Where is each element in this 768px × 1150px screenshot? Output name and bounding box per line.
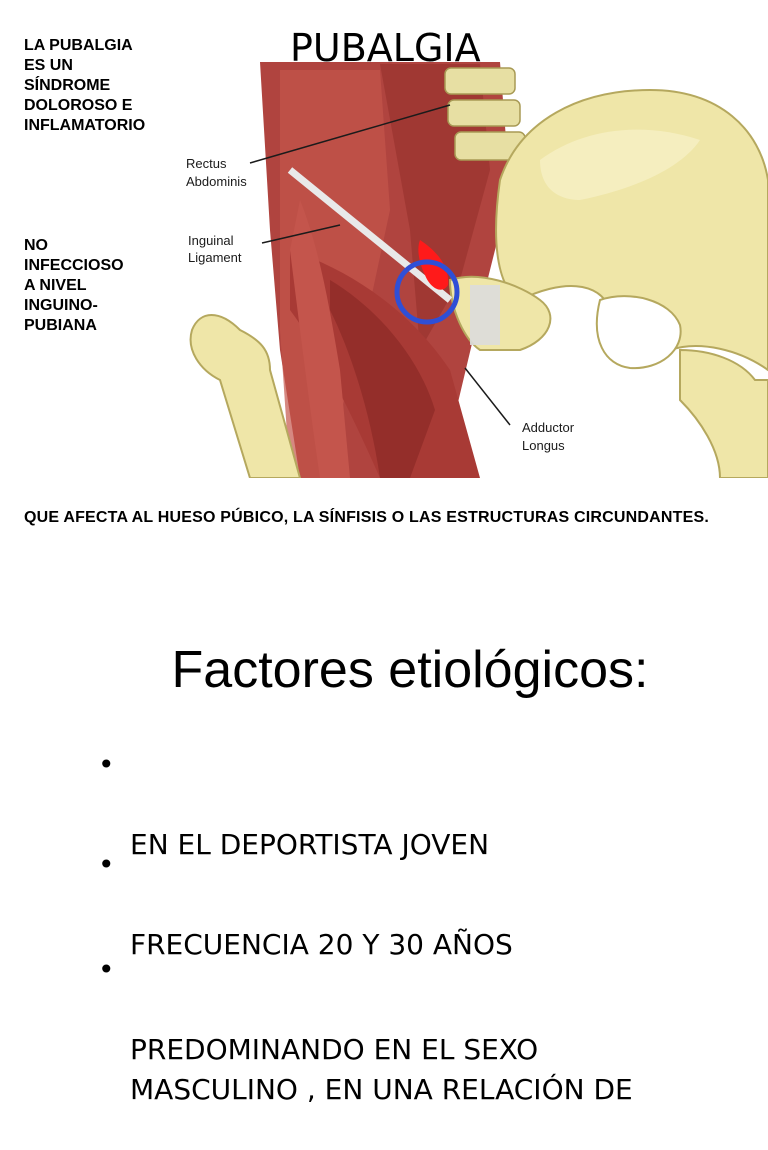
inguinal-ligament [287,167,453,303]
bullet-icon: • [98,848,115,881]
label-rectus-1: Rectus [186,156,227,171]
label-adductor-2: Longus [522,438,565,453]
slide-title: PUBALGIA [290,26,481,70]
list-item-text: PREDOMINANDO EN EL SEXO MASCULINO , EN U… [130,1033,633,1106]
obturator-foramen [595,295,682,370]
label-adductor-1: Adductor [522,420,575,435]
list-item-text: FRECUENCIA 20 Y 30 AÑOS [130,928,513,961]
section-heading: Factores etiológicos: [171,641,649,699]
caption-text: QUE AFECTA AL HUESO PÚBICO, LA SÍNFISIS … [24,509,710,526]
pubalgia-anatomy-illustration: Rectus Abdominis Inguinal Ligament Adduc… [186,62,768,478]
list-item: • PREDOMINANDO EN EL SEXO MASCULINO , EN… [98,950,633,1150]
bullet-icon: • [98,953,115,986]
list-item: • EN EL DEPORTISTA JOVEN [98,745,489,905]
list-item: • FRECUENCIA 20 Y 30 AÑOS [98,845,513,1005]
femur-right [679,348,768,478]
intro-definition-text: LA PUBALGIA ES UN SÍNDROME DOLOROSO E IN… [24,37,146,134]
intro-location-text: NO INFECCIOSO A NIVEL INGUINO- PUBIANA [24,237,124,334]
bullet-icon: • [98,748,115,781]
lumbar-vertebrae [444,67,526,161]
highlight-circle [394,259,460,325]
list-item-text: EN EL DEPORTISTA JOVEN [130,828,490,861]
label-inguinal-2: Ligament [188,250,242,265]
label-inguinal-1: Inguinal [188,233,234,248]
pubic-symphysis [470,285,500,345]
label-rectus-2: Abdominis [186,174,247,189]
femur-left [189,314,302,478]
figure-labels: Rectus Abdominis Inguinal Ligament Adduc… [186,156,575,453]
